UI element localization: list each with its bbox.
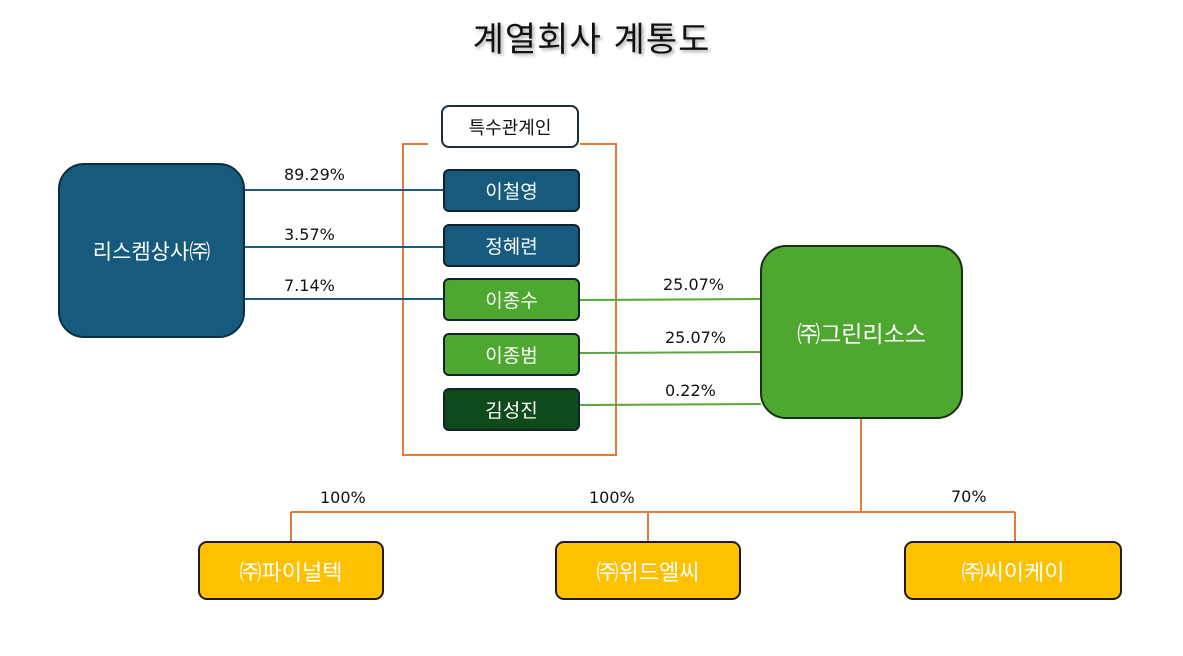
person-node-4[interactable]: 이종범 — [443, 333, 580, 376]
pct-parent-to-person-1: 89.29% — [284, 165, 346, 184]
main-company-name: ㈜그린리소스 — [797, 322, 926, 348]
subsidiary-name: ㈜파이널텍 — [239, 560, 343, 586]
person-node-1[interactable]: 이철영 — [443, 169, 580, 212]
pct-subsidiary-1: 100% — [320, 488, 366, 507]
parent-company-node[interactable]: 리스켐상사㈜ — [58, 163, 245, 338]
pct-person4-to-main: 25.07% — [665, 328, 727, 347]
subsidiary-name: ㈜위드엘씨 — [596, 560, 700, 586]
parent-company-name: 리스켐상사㈜ — [92, 239, 211, 264]
main-company-node[interactable]: ㈜그린리소스 — [760, 245, 963, 419]
pct-person5-to-main: 0.22% — [665, 381, 716, 400]
person-node-3[interactable]: 이종수 — [443, 278, 580, 321]
person-name: 이종범 — [485, 345, 538, 367]
pct-person3-to-main: 25.07% — [663, 275, 725, 294]
person-node-5[interactable]: 김성진 — [443, 388, 580, 431]
related-persons-label-text: 특수관계인 — [468, 117, 552, 139]
diagram-title: 계열회사 계통도 — [472, 20, 711, 60]
pct-subsidiary-3: 70% — [951, 487, 987, 506]
pct-subsidiary-2: 100% — [589, 488, 635, 507]
person-node-2[interactable]: 정혜련 — [443, 224, 580, 267]
person-name: 이종수 — [485, 290, 538, 312]
subsidiary-node-3[interactable]: ㈜씨이케이 — [904, 541, 1122, 600]
person-name: 김성진 — [485, 400, 538, 422]
subsidiary-name: ㈜씨이케이 — [961, 560, 1065, 586]
related-persons-label: 특수관계인 — [441, 105, 579, 148]
pct-parent-to-person-3: 7.14% — [284, 276, 335, 295]
subsidiary-node-1[interactable]: ㈜파이널텍 — [198, 541, 384, 600]
person-name: 정혜련 — [485, 236, 538, 258]
person-name: 이철영 — [485, 181, 538, 203]
pct-parent-to-person-2: 3.57% — [284, 225, 335, 244]
subsidiary-node-2[interactable]: ㈜위드엘씨 — [555, 541, 741, 600]
